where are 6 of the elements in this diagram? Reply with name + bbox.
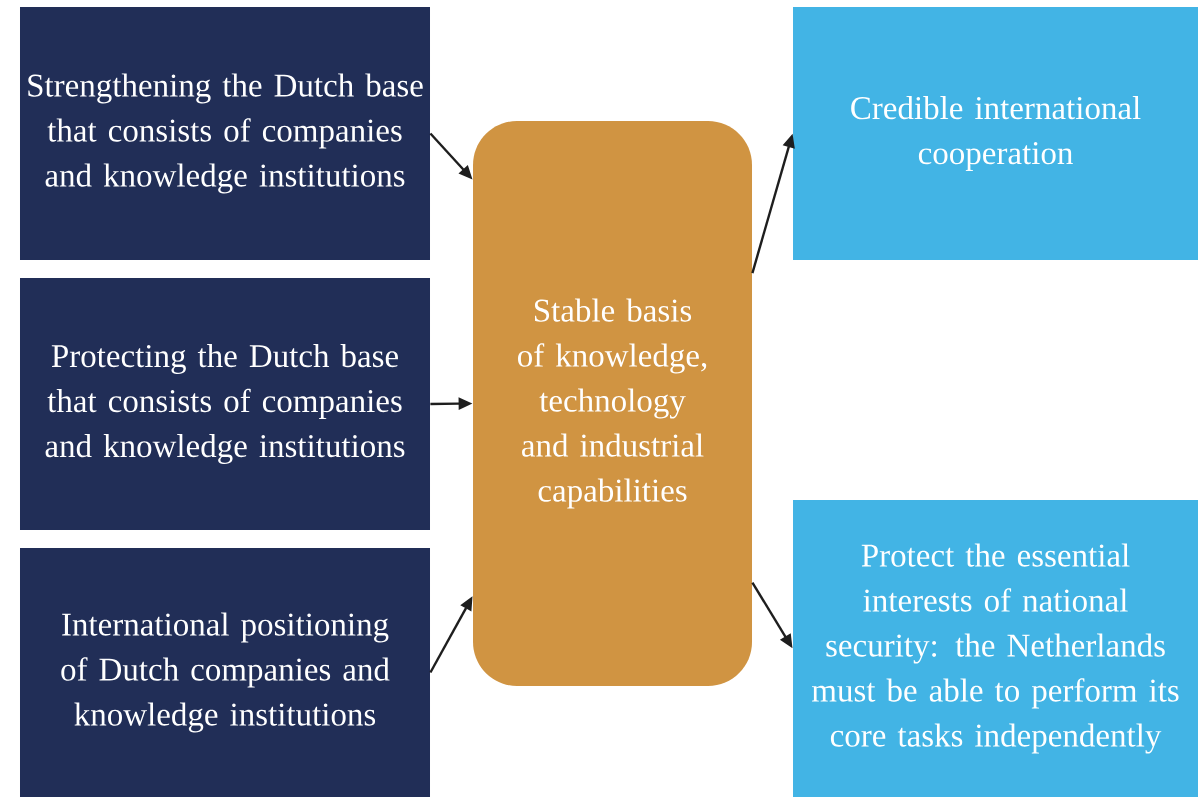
text-box: Strengthening the Dutch base that consists of companies and knowledge institutions (20, 7, 430, 260)
text-box: International positioning of Dutch companies and knowledge institutions (20, 548, 430, 797)
rounded-box: Stable basis of knowledge, technology and industrial capabilities (473, 121, 752, 686)
text-box: Credible international cooperation (793, 7, 1198, 260)
text-box: Protecting the Dutch base that consists of companies and knowledge institutions (20, 278, 430, 530)
text-box: Protect the essential interests of national security: the Netherlands must be able to perform its core tasks independently (793, 500, 1198, 797)
